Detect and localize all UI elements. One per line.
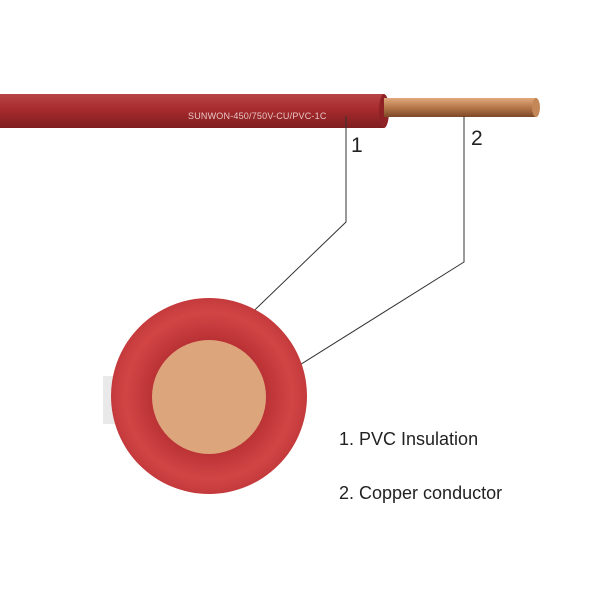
legend-item-insulation: 1. PVC Insulation — [339, 429, 478, 449]
insulation-jacket — [0, 94, 384, 128]
leader-line-1 — [235, 116, 347, 329]
copper-conductor-end — [532, 98, 540, 117]
leader-line-2 — [246, 116, 465, 399]
callout-number-1: 1 — [351, 134, 363, 157]
callout-number-2: 2 — [471, 127, 483, 150]
legend-item-conductor: 2. Copper conductor — [339, 483, 502, 503]
legend: 1. PVC Insulation 2. Copper conductor — [339, 429, 502, 503]
copper-conductor — [384, 98, 536, 117]
cable-marking: SUNWON-450/750V-CU/PVC-1C — [188, 111, 327, 121]
cable-side-view: SUNWON-450/750V-CU/PVC-1C — [0, 94, 540, 128]
copper-cross-section — [152, 340, 266, 454]
cable-cross-section — [111, 298, 307, 494]
leader-lines — [235, 116, 465, 399]
